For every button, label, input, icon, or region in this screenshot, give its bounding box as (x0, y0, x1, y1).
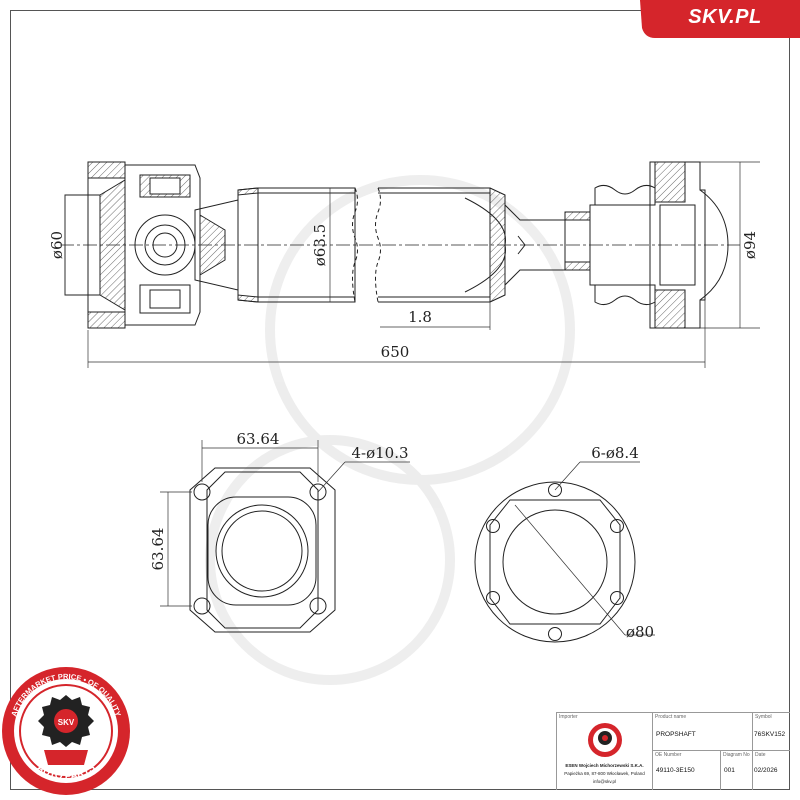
side-view-dimensions (64, 161, 760, 368)
oe-label: OE Number (655, 752, 682, 758)
disc-front-view (474, 481, 636, 643)
stamp-center-text: SKV (58, 718, 75, 727)
product-value: PROPSHAFT (656, 731, 696, 738)
dim-wall: 1.8 (408, 308, 432, 326)
date-label: Date (755, 752, 766, 758)
importer-address: Papieżka 69, 87-800 Włocławek, Poland (564, 771, 645, 776)
importer-cell: Importer ESEN Wojciech Michorzewski S.K.… (556, 712, 652, 790)
date-cell: Date 02/2026 (752, 750, 790, 790)
skv-quality-stamp (2, 667, 130, 795)
dim-disc-holes: 6-ø8.4 (591, 444, 639, 462)
product-label: Product name (655, 714, 687, 720)
symbol-cell: Symbol 76SKV152 (752, 712, 790, 750)
drawing-frame (10, 10, 790, 790)
oe-value: 49110-3E150 (656, 767, 695, 774)
importer-name: ESEN Wojciech Michorzewski S.K.A. (565, 763, 644, 768)
dim-length: 650 (381, 343, 410, 361)
brand-banner (640, 0, 800, 38)
dim-flange-width: 63.64 (237, 430, 280, 448)
propshaft-side-view (60, 161, 740, 329)
oe-cell: OE Number 49110-3E150 (652, 750, 720, 790)
symbol-value: 76SKV152 (754, 731, 786, 738)
dim-d60: ø60 (48, 231, 66, 259)
title-block: Importer ESEN Wojciech Michorzewski S.K.… (556, 712, 790, 790)
flange-dimensions (160, 440, 410, 607)
dim-d94: ø94 (741, 231, 759, 259)
date-value: 02/2026 (754, 767, 778, 774)
importer-email: info@skv.pl (593, 779, 616, 784)
importer-logo-icon (588, 723, 622, 757)
dim-d63-5: ø63.5 (311, 224, 329, 266)
diagram-value: 001 (724, 767, 735, 774)
product-cell: Product name PROPSHAFT (652, 712, 752, 750)
disc-dimensions (514, 461, 655, 636)
symbol-label: Symbol (755, 714, 772, 720)
dim-disc-dia: ø80 (626, 623, 654, 641)
dim-flange-height: 63.64 (149, 528, 167, 571)
dim-flange-holes: 4-ø10.3 (351, 444, 408, 462)
diagram-label: Diagram No (723, 752, 750, 758)
brand-logo-text: SKV.PL (688, 6, 762, 28)
watermark-gear (205, 175, 575, 685)
diagram-cell: Diagram No 001 (720, 750, 752, 790)
importer-label: Importer (559, 714, 578, 720)
